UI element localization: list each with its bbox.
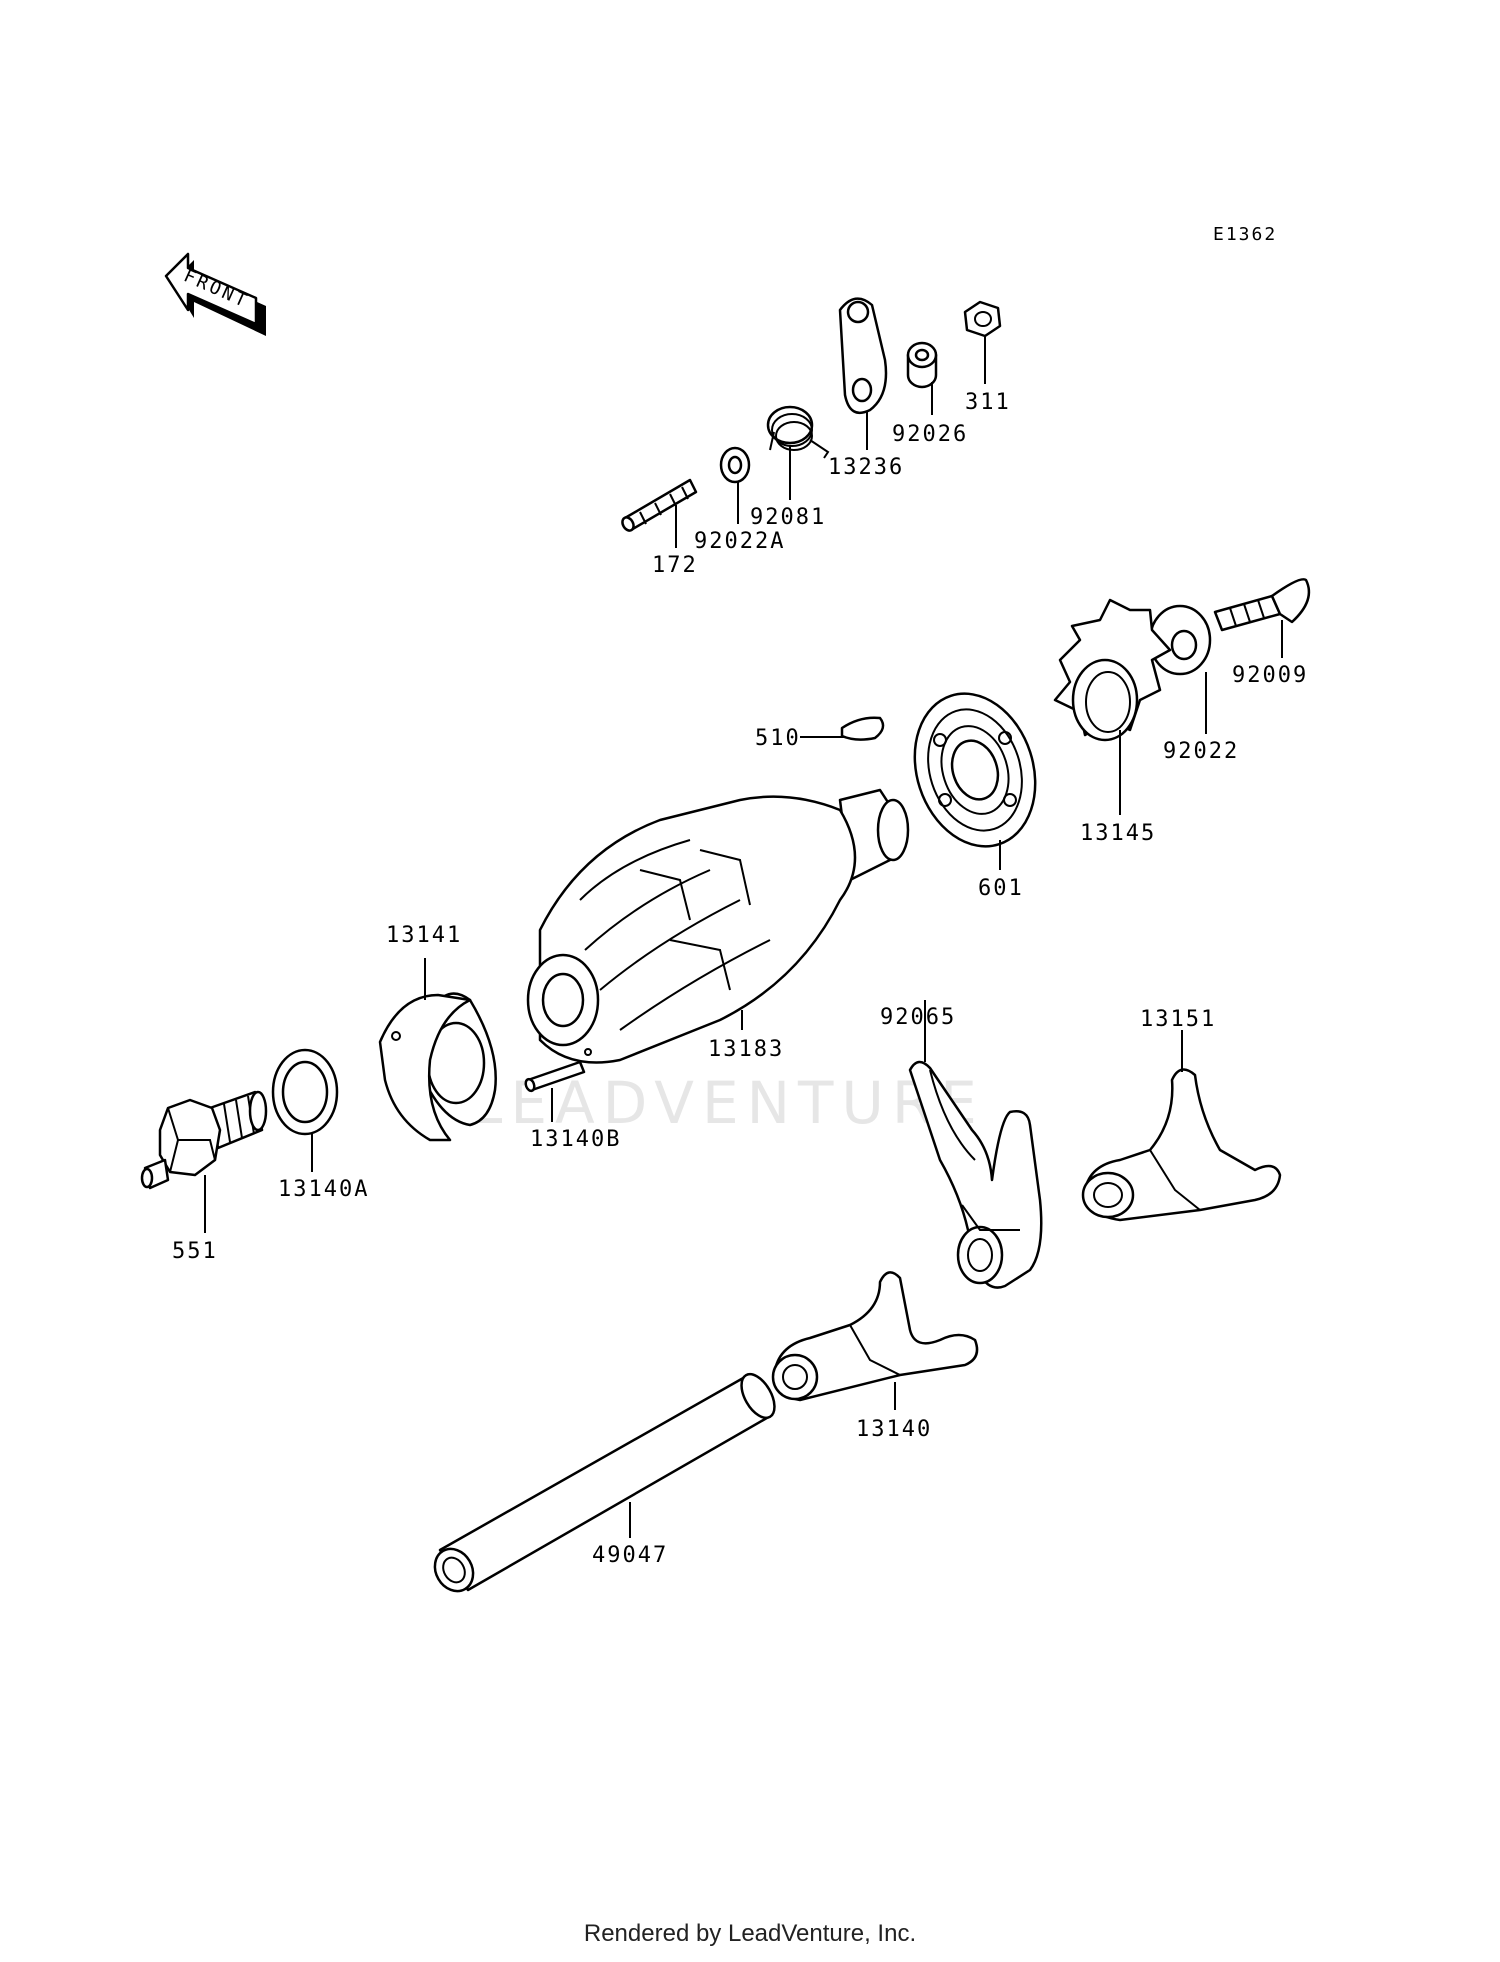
label-92009[interactable]: 92009 <box>1232 663 1308 688</box>
label-13140[interactable]: 13140 <box>856 1417 932 1442</box>
diagram-code: E1362 <box>1213 224 1277 245</box>
part-13151-switch[interactable] <box>140 1090 268 1190</box>
label-601[interactable]: 601 <box>978 876 1024 901</box>
label-311[interactable]: 311 <box>965 390 1011 415</box>
footer-credit: Rendered by LeadVenture, Inc. <box>583 1920 917 1947</box>
part-13140B-fork[interactable] <box>908 1060 1043 1289</box>
part-13140-fork[interactable] <box>771 1271 979 1402</box>
label-172[interactable]: 172 <box>652 553 698 578</box>
label-13151[interactable]: 551 <box>172 1239 218 1264</box>
part-510-key[interactable] <box>840 716 885 741</box>
label-13145[interactable]: 13145 <box>1080 821 1156 846</box>
label-92022[interactable]: 92022 <box>1163 739 1239 764</box>
part-92022A-washer[interactable] <box>719 446 751 484</box>
part-551-pin[interactable] <box>524 1060 586 1093</box>
part-601-bearing[interactable] <box>896 678 1055 862</box>
part-13140A-fork[interactable] <box>1081 1068 1282 1222</box>
part-13183-plate[interactable] <box>378 992 497 1142</box>
part-13145-pin-plate[interactable] <box>1053 598 1172 742</box>
label-510[interactable]: 510 <box>755 726 801 751</box>
part-13141-shift-drum[interactable] <box>526 788 910 1064</box>
label-13141[interactable]: 13183 <box>708 1037 784 1062</box>
label-92022A[interactable]: 92022A <box>694 529 785 554</box>
label-49047[interactable]: 49047 <box>592 1543 668 1568</box>
label-92026[interactable]: 92026 <box>892 422 968 447</box>
part-172-pin[interactable] <box>620 478 698 533</box>
part-311-nut[interactable] <box>963 300 1002 338</box>
label-13140A[interactable]: 13151 <box>1140 1007 1216 1032</box>
label-92065[interactable]: 13140A <box>278 1177 369 1202</box>
part-92065-washer[interactable] <box>271 1048 339 1136</box>
part-49047-shaft[interactable] <box>427 1369 781 1598</box>
part-13236-lever[interactable] <box>838 297 888 415</box>
part-92026-collar[interactable] <box>906 341 938 389</box>
label-13140B[interactable]: 92065 <box>880 1005 956 1030</box>
label-13183[interactable]: 13141 <box>386 923 462 948</box>
label-92081[interactable]: 92081 <box>750 505 826 530</box>
front-arrow-icon: FRONT <box>164 252 266 336</box>
part-92081-spring[interactable] <box>766 405 830 459</box>
label-13236[interactable]: 13236 <box>828 455 904 480</box>
label-551[interactable]: 13140B <box>530 1127 621 1152</box>
part-92009-screw[interactable] <box>1213 578 1311 632</box>
